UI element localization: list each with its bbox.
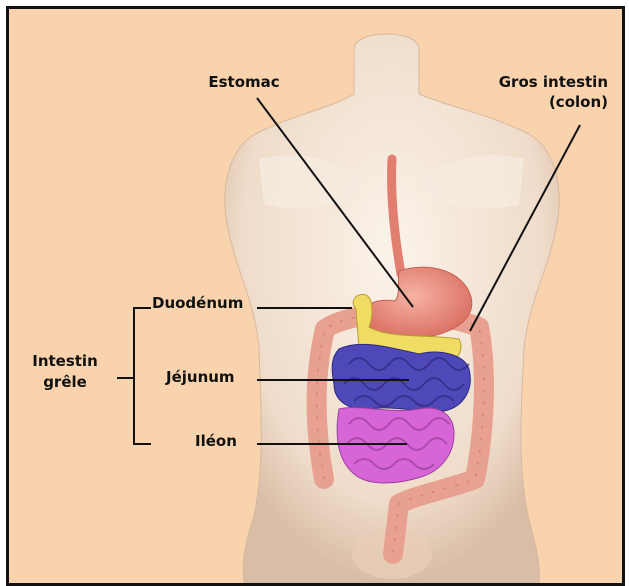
jejunum-label: Jéjunum bbox=[166, 368, 235, 386]
small-intestine-label-line1: Intestin bbox=[17, 352, 113, 370]
stomach-label: Estomac bbox=[189, 73, 299, 91]
large-intestine-label-line2: (colon) bbox=[449, 93, 608, 111]
small-intestine-label-line2: grêle bbox=[17, 373, 113, 391]
ileum-label: Iléon bbox=[195, 432, 237, 450]
large-intestine-label-line1: Gros intestin bbox=[449, 73, 608, 91]
diagram-frame: Estomac Gros intestin (colon) Duodénum J… bbox=[6, 6, 625, 586]
duodenum-label: Duodénum bbox=[152, 294, 243, 312]
